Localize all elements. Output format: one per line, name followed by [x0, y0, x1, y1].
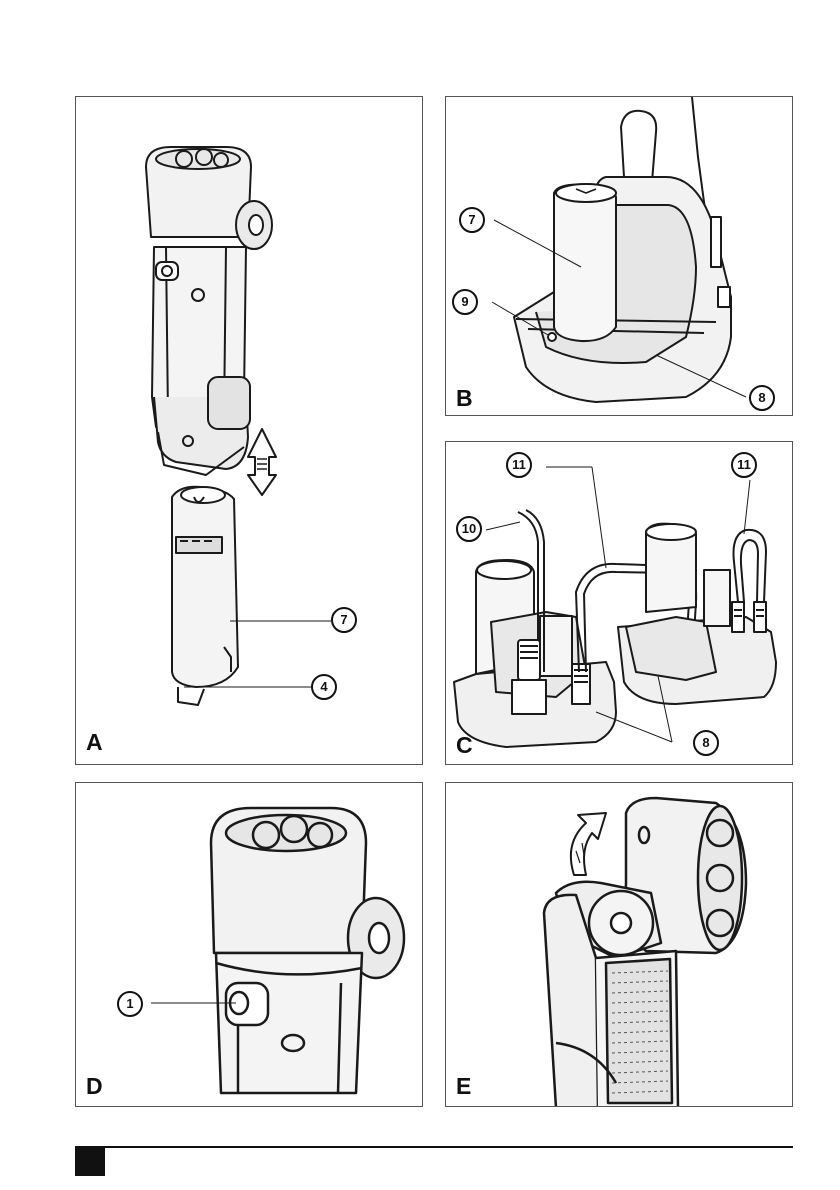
callout-7: 7 [459, 207, 485, 233]
panel-e: E [445, 782, 793, 1107]
battery-charger-illustration [446, 97, 793, 416]
panel-letter-a: A [86, 731, 103, 754]
callout-11-right: 11 [731, 452, 757, 478]
flashlight-battery-illustration [76, 97, 423, 765]
callout-11-left: 11 [506, 452, 532, 478]
panel-letter-e: E [456, 1075, 471, 1098]
callout-9: 9 [452, 289, 478, 315]
panel-c: 11 11 10 8 C [445, 441, 793, 765]
callout-7: 7 [331, 607, 357, 633]
callout-10: 10 [456, 516, 482, 542]
page-marker-block [75, 1148, 105, 1176]
panel-letter-c: C [456, 734, 473, 757]
pivot-head-illustration [446, 783, 793, 1107]
flashlight-switch-closeup [76, 783, 423, 1107]
panel-letter-b: B [456, 387, 473, 410]
panel-b: 7 9 8 B [445, 96, 793, 416]
callout-1: 1 [117, 991, 143, 1017]
callout-8: 8 [693, 730, 719, 756]
callout-8: 8 [749, 385, 775, 411]
footer-rule [75, 1146, 793, 1148]
panel-d: 1 D [75, 782, 423, 1107]
callout-4: 4 [311, 674, 337, 700]
dual-charger-illustration [446, 442, 793, 765]
panel-a: 7 4 A [75, 96, 423, 765]
panel-letter-d: D [86, 1075, 103, 1098]
